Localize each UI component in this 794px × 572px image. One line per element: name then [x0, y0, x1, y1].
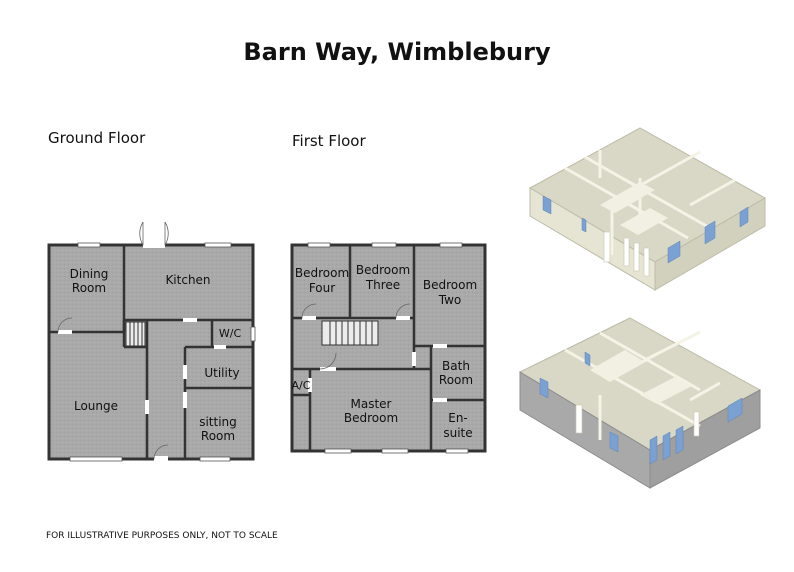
ground-stairs: [125, 321, 146, 347]
bedroom-two-label-line2: Two: [438, 293, 462, 307]
ensuite-label-line1: En-: [448, 411, 468, 425]
dining-room-label-line1: Dining: [70, 267, 109, 281]
bedroom-two-label-line1: Bedroom: [423, 278, 477, 292]
ac-label: A/C: [292, 379, 311, 392]
master-bedroom-label-line1: Master: [351, 397, 392, 411]
bedroom-three-label-line2: Three: [365, 278, 400, 292]
dining-room-label-line2: Room: [72, 281, 106, 295]
bedroom-three-label-line1: Bedroom: [356, 263, 410, 277]
disclaimer-text: FOR ILLUSTRATIVE PURPOSES ONLY, NOT TO S…: [46, 531, 278, 541]
first-floor-label: First Floor: [292, 132, 366, 150]
ground-floor-label: Ground Floor: [48, 129, 146, 147]
isometric-ground-floor: [518, 317, 762, 489]
first-door-swings: [301, 303, 411, 370]
first-doors: [302, 316, 447, 402]
kitchen-label: Kitchen: [165, 273, 210, 287]
utility-label: Utility: [204, 366, 239, 380]
first-windows: [307, 242, 469, 454]
isometric-first-floor: [528, 127, 767, 291]
svg-text:En-suite: En-suite: [443, 411, 472, 440]
bath-room-label-line1: Bath: [442, 359, 470, 373]
ensuite-label-line2: suite: [443, 426, 472, 440]
sitting-room-label-line1: sitting: [199, 415, 237, 429]
bedroom-four-label-line2: Four: [309, 281, 335, 295]
bedroom-four-label-line1: Bedroom: [295, 266, 349, 280]
ground-windows: [69, 242, 256, 462]
lounge-label: Lounge: [74, 399, 118, 413]
ground-door-swings: [57, 221, 169, 460]
sitting-room-label-line2: Room: [201, 429, 235, 443]
first-stairs: [321, 320, 379, 346]
bath-room-label-line2: Room: [439, 373, 473, 387]
ground-doors: [58, 242, 226, 462]
master-bedroom-label-line2: Bedroom: [344, 411, 398, 425]
page-title: Barn Way, Wimblebury: [243, 38, 551, 66]
wc-label: W/C: [219, 327, 242, 340]
first-floor-outline: [290, 243, 487, 453]
